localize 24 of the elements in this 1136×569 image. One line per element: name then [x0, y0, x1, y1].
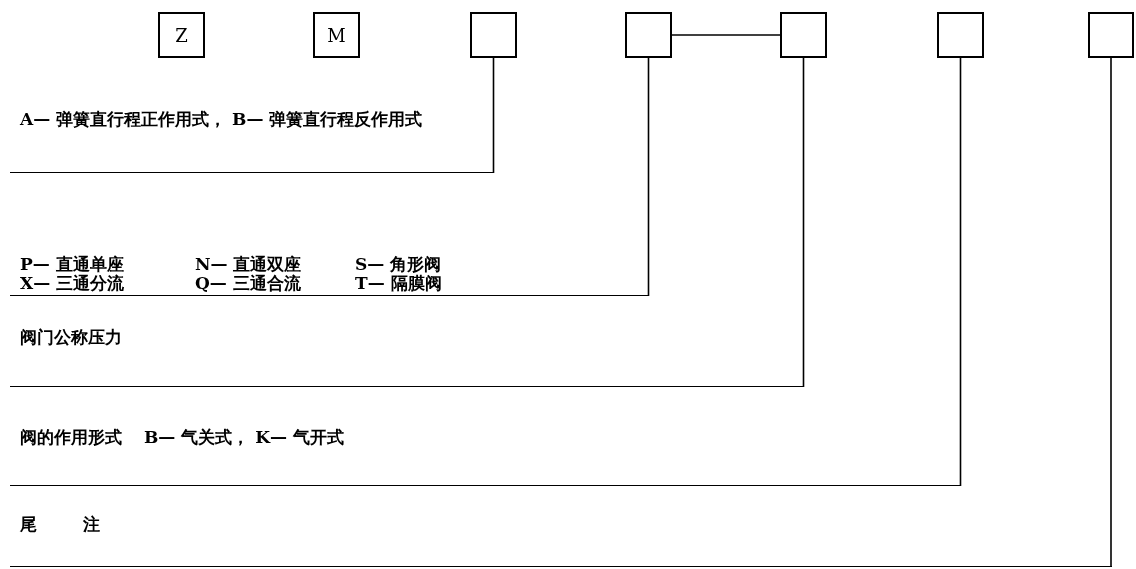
- description-text: B— 气关式， K— 气开式: [144, 428, 344, 447]
- option-text: Q— 三通合流: [195, 274, 302, 293]
- connector-line: [671, 34, 781, 36]
- code-box: [780, 12, 827, 58]
- leader-line: [959, 57, 962, 487]
- option-text: S— 角形阀: [355, 255, 443, 274]
- code-box: [625, 12, 672, 58]
- description-text: A— 弹簧直行程正作用式， B— 弹簧直行程反作用式: [20, 110, 424, 129]
- code-box: Z: [158, 12, 205, 58]
- leader-line: [802, 57, 805, 388]
- description-text: 阀的作用形式: [20, 428, 122, 447]
- code-box: [937, 12, 984, 58]
- description-text: 阀门公称压力: [20, 328, 122, 347]
- code-box: [1088, 12, 1134, 58]
- option-text: X— 三通分流: [20, 274, 126, 293]
- option-text: T— 隔膜阀: [355, 274, 443, 293]
- leader-line: [492, 57, 495, 174]
- option-text: N— 直通双座: [195, 255, 303, 274]
- code-box: [470, 12, 517, 58]
- code-box: M: [313, 12, 360, 58]
- leader-line: [647, 57, 650, 297]
- option-text: P— 直通单座: [20, 255, 125, 274]
- leader-line: [1110, 57, 1112, 568]
- description-text: 尾注: [20, 515, 146, 534]
